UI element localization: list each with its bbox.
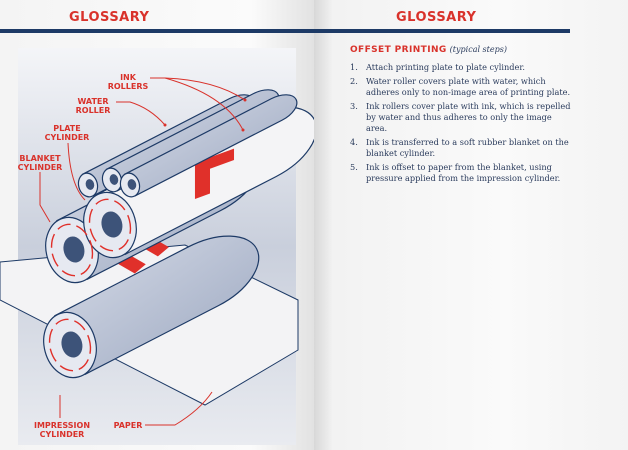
label-ink-rollers-2: ROLLERS [108,82,149,91]
step-item: 4. Ink is transferred to a soft rubber bl… [350,137,575,158]
step-number: 4. [350,137,358,148]
label-water-roller-2: ROLLER [76,106,111,115]
step-text: Ink is offset to paper from the blanket,… [366,162,561,183]
label-blanket-cylinder-2: CYLINDER [18,163,63,172]
ink-roller-2 [119,94,298,198]
label-plate-cylinder-2: CYLINDER [45,133,90,142]
label-water-roller-1: WATER [77,97,108,106]
step-item: 2. Water roller covers plate with water, … [350,76,575,97]
section-title: OFFSET PRINTING [350,45,447,55]
header-rule-left [0,29,314,33]
label-impression-cylinder-1: IMPRESSION [34,421,90,430]
leader-paper [145,391,213,426]
rotation-arrow-icon [48,318,92,372]
step-text: Ink is transferred to a soft rubber blan… [366,137,569,158]
rotation-arrow-icon [88,198,132,252]
right-page [314,0,628,450]
leader-ink-rollers-2 [164,77,244,131]
label-ink-rollers-1: INK [120,73,137,82]
step-number: 1. [350,61,358,72]
offset-printing-diagram: FF [0,48,314,445]
step-item: 5. Ink is offset to paper from the blanke… [350,162,575,183]
leader-blanket-cylinder [39,172,51,223]
step-item: 1. Attach printing plate to plate cylinde… [350,62,575,73]
rotation-arrow-icon [50,223,94,277]
leader-plate-cylinder [67,142,86,201]
leader-water-roller [116,101,166,126]
steps-list: 1. Attach printing plate to plate cylinde… [350,62,575,184]
label-plate-cylinder-1: PLATE [53,124,80,133]
step-text: Attach printing plate to plate cylinder. [366,61,525,72]
step-text: Water roller covers plate with water, wh… [366,76,571,97]
step-number: 2. [350,76,358,87]
right-page-header: GLOSSARY [396,10,477,25]
step-number: 3. [350,101,358,112]
step-text: Ink rollers cover plate with ink, which … [366,101,571,133]
label-blanket-cylinder-1: BLANKET [19,154,61,163]
leader-ink-rollers [150,77,246,101]
label-paper: PAPER [114,421,143,430]
label-impression-cylinder-2: CYLINDER [40,430,85,439]
offset-printing-section: OFFSET PRINTING(typical steps) 1. Attach … [350,44,575,188]
section-subtitle: (typical steps) [449,45,507,54]
left-page-header: GLOSSARY [69,10,150,25]
step-item: 3. Ink rollers cover plate with ink, whic… [350,101,575,133]
step-number: 5. [350,162,358,173]
header-rule-right [314,29,570,33]
